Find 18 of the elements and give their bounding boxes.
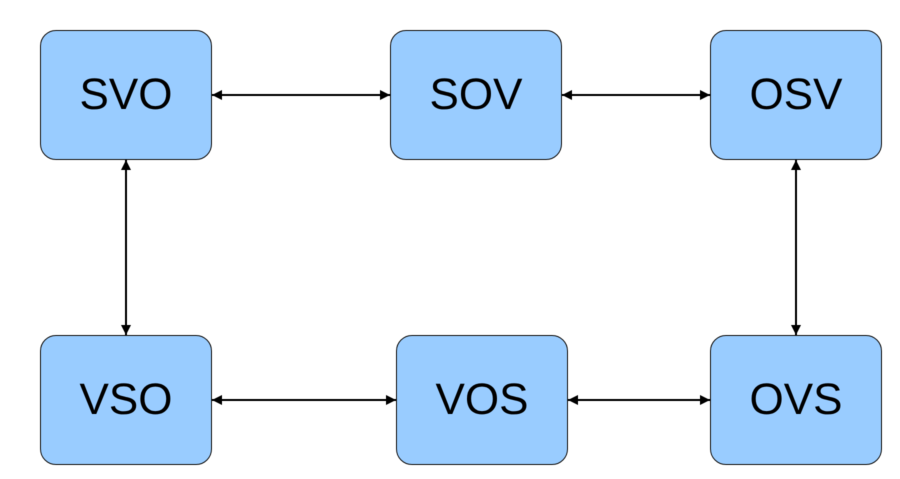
process-box: [40, 335, 212, 465]
process-box: [40, 30, 212, 160]
process-box: [710, 335, 882, 465]
double-arrow: [212, 90, 390, 100]
double-arrow: [562, 90, 710, 100]
double-arrow: [121, 160, 131, 335]
double-arrow: [568, 395, 710, 405]
node-label: SOV: [430, 70, 522, 120]
double-arrow: [791, 160, 801, 335]
node-label: VSO: [80, 375, 172, 425]
node-label: OVS: [750, 375, 842, 425]
process-box: [710, 30, 882, 160]
process-box: [390, 30, 562, 160]
process-box: [396, 335, 568, 465]
node-label: VOS: [436, 375, 528, 425]
node-label: SVO: [80, 70, 172, 120]
node-label: OSV: [750, 70, 842, 120]
double-arrow: [212, 395, 396, 405]
